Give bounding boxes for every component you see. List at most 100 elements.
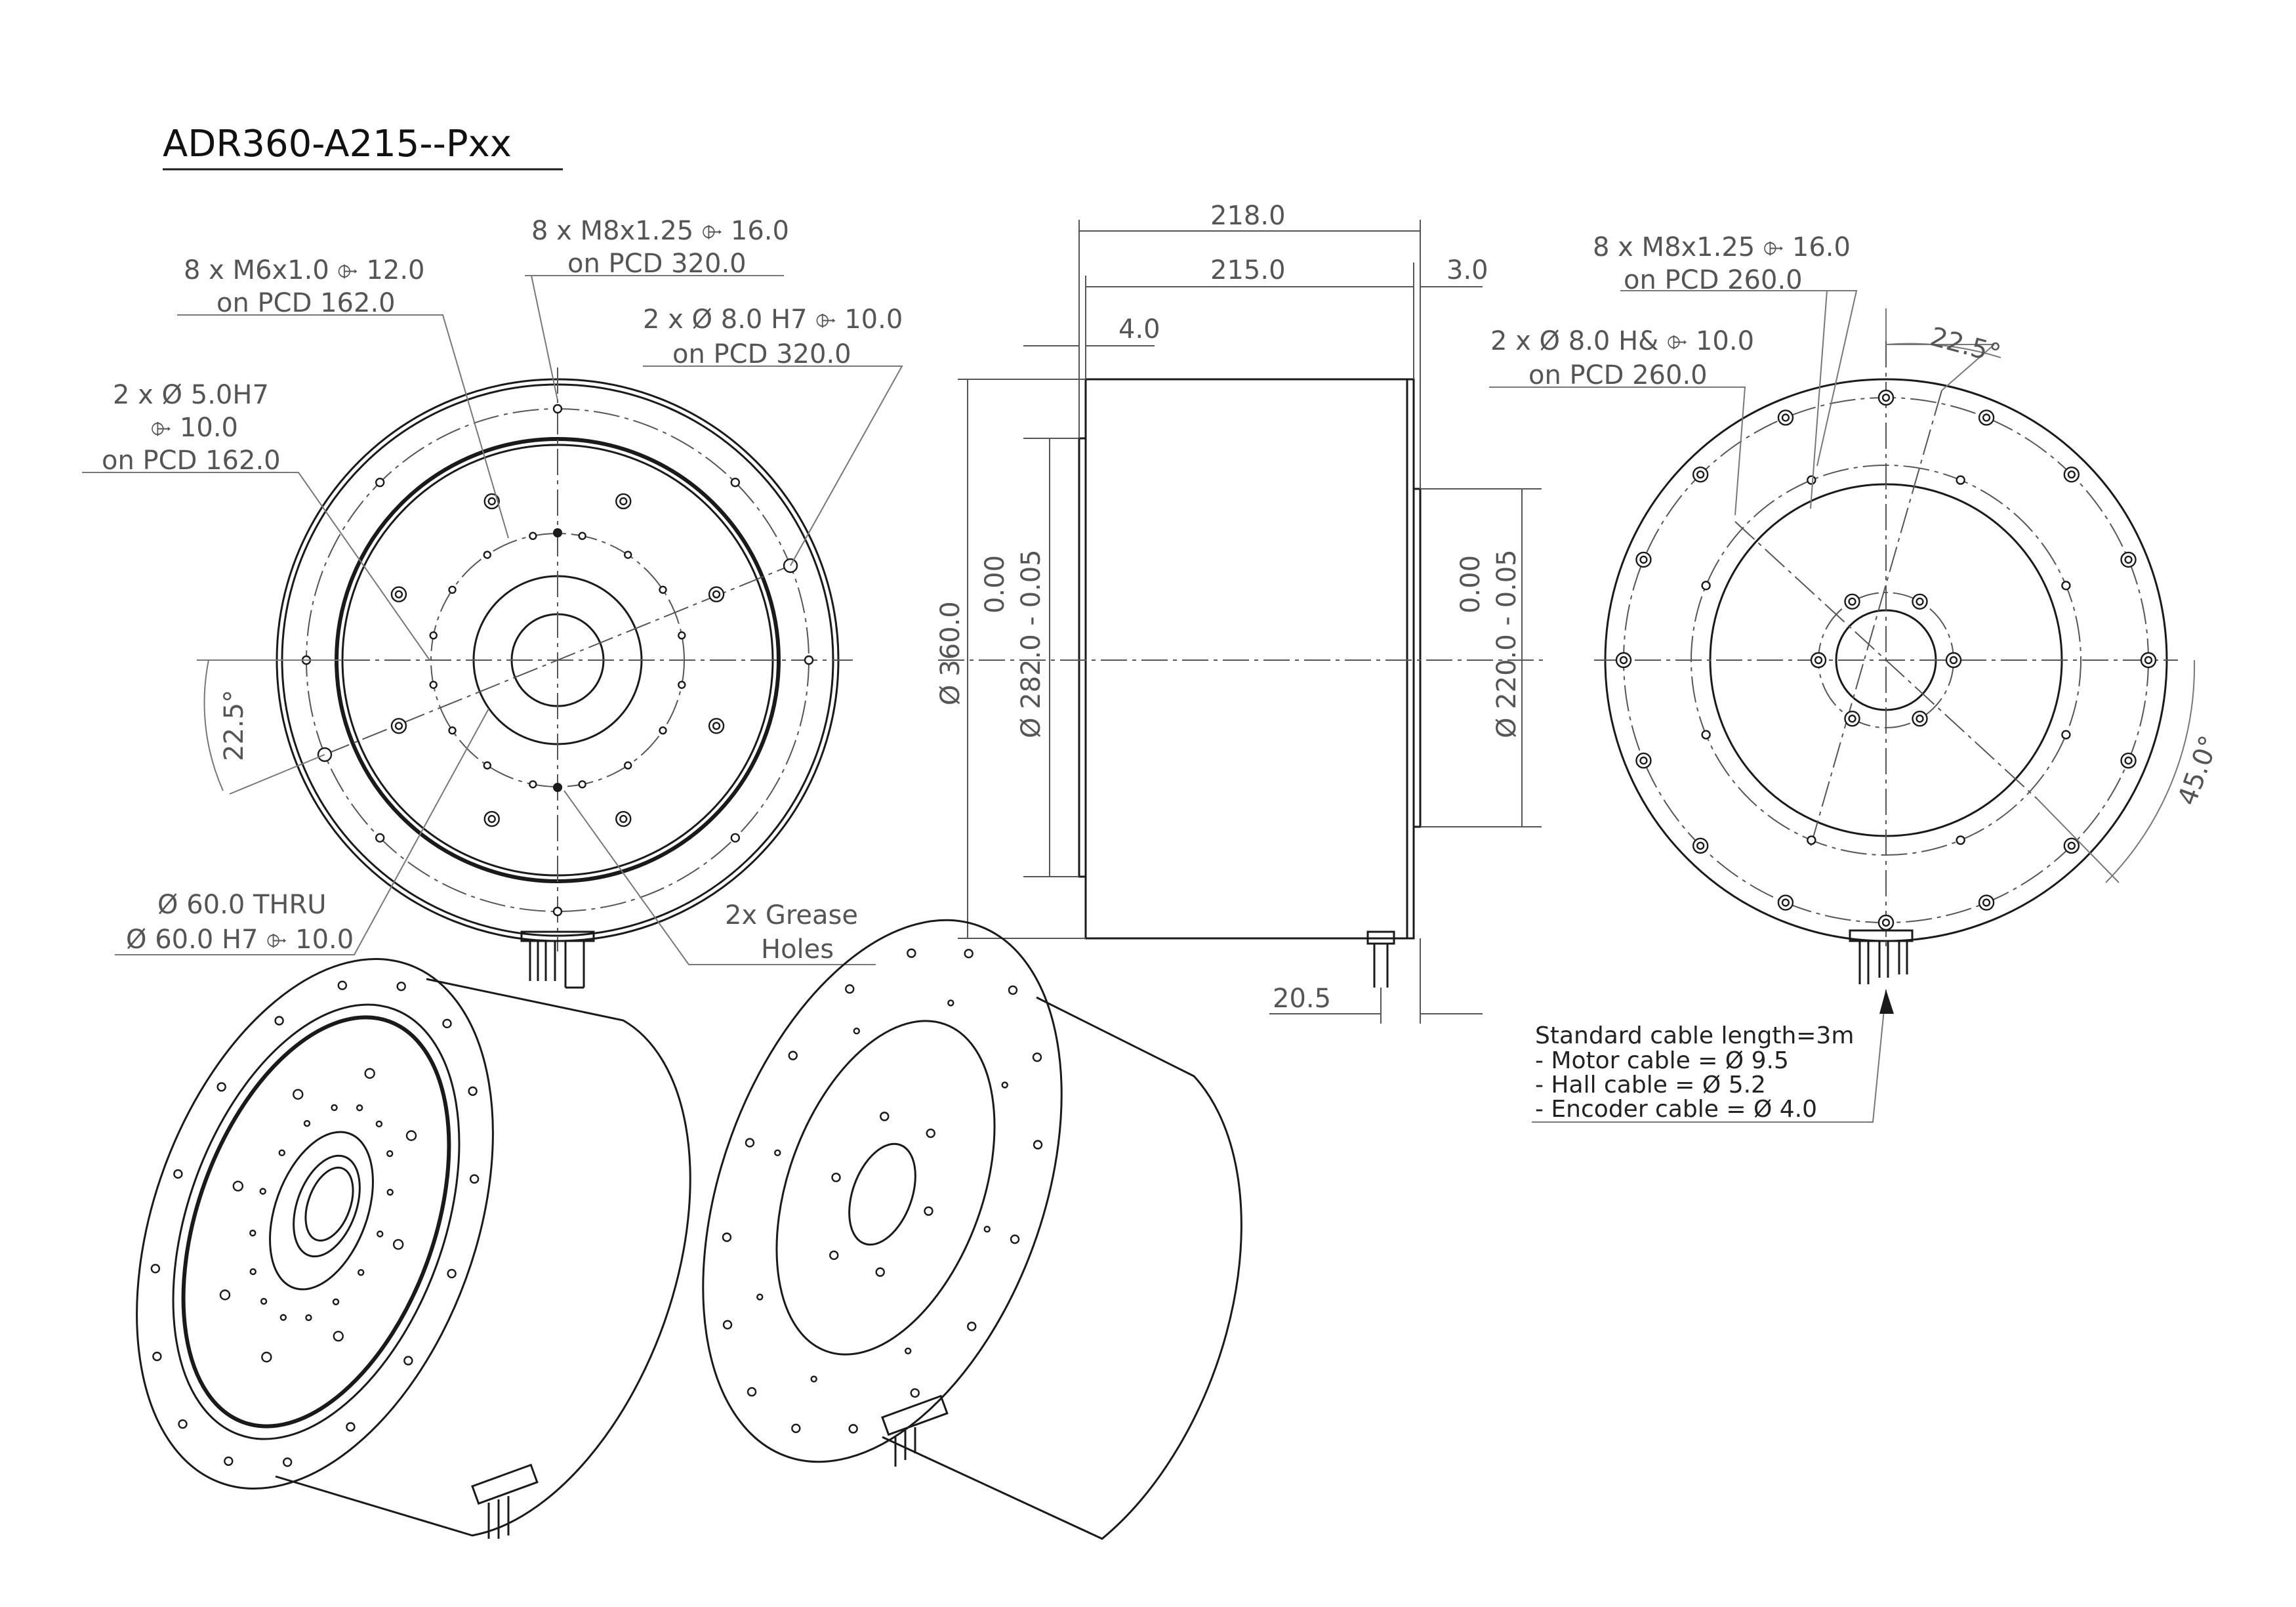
iso-counterbore-hole <box>831 1173 841 1182</box>
iso-tapped-hole <box>259 1188 266 1195</box>
front-outer-holes <box>301 404 814 917</box>
counterbore-hole <box>1848 597 1856 606</box>
iso-counterbore-hole <box>926 1128 935 1138</box>
iso-tapped-hole <box>377 1230 384 1238</box>
iso-counterbore-hole <box>829 1250 839 1261</box>
iso-tapped-hole <box>983 1225 991 1233</box>
iso-counterbore-hole <box>924 1206 933 1216</box>
bolt-hole <box>552 906 563 917</box>
iso-tapped-hole <box>904 1347 912 1354</box>
counterbore-hole <box>1696 841 1705 850</box>
label-bore-h7: Ø 60.0 H7 ⌱ 10.0 <box>126 925 354 955</box>
tapped-hole <box>624 761 632 770</box>
iso-bolt-hole <box>403 1356 413 1366</box>
label-pin5: 2 x Ø 5.0H7 <box>113 380 269 410</box>
label-pin-h7: 2 x Ø 8.0 H7 ⌱ 10.0 <box>643 304 903 335</box>
counterbore-hole <box>1982 413 1991 422</box>
rear-label-m8-pcd: on PCD 260.0 <box>1624 265 1803 295</box>
tapped-hole <box>1701 730 1711 740</box>
iso-bolt-hole <box>1008 985 1018 995</box>
iso-tapped-hole <box>386 1188 394 1196</box>
counterbore-hole <box>1881 393 1891 402</box>
rear-angle-side: 45.0° <box>2172 732 2225 809</box>
counterbore-hole <box>2144 656 2153 665</box>
iso-bolt-hole <box>442 1018 452 1029</box>
iso-bolt-hole <box>447 1268 457 1279</box>
iso-bolt-hole <box>469 1174 480 1184</box>
iso-bolt-hole <box>791 1423 801 1433</box>
iso-tapped-hole <box>756 1293 764 1301</box>
iso-counterbore-hole <box>219 1289 231 1301</box>
tapped-hole <box>429 631 438 640</box>
iso-bolt-hole <box>152 1351 162 1362</box>
iso-counterbore-hole <box>232 1180 244 1192</box>
isometric-view-rear <box>702 919 1242 1540</box>
front-view <box>262 367 853 989</box>
tapped-hole <box>483 551 491 559</box>
tapped-hole <box>1956 835 1965 845</box>
rear-angle-top: 22.5° <box>1927 322 2003 369</box>
iso-bolt-hole <box>468 1086 478 1096</box>
iso-tapped-hole <box>249 1268 256 1276</box>
iso-bolt-hole <box>1033 1140 1043 1150</box>
iso-counterbore-hole <box>333 1331 344 1342</box>
tapped-hole <box>529 780 537 789</box>
iso-tapped-hole <box>358 1268 365 1276</box>
isometric-view-front <box>136 958 691 1539</box>
counterbore-hole <box>1916 715 1924 723</box>
iso-counterbore-hole <box>392 1239 404 1250</box>
iso-tapped-hole <box>1001 1081 1008 1089</box>
counterbore-hole <box>712 590 721 598</box>
counterbore-hole <box>1982 898 1991 907</box>
iso-bolt-hole <box>396 982 406 991</box>
drawing-title: ADR360-A215--Pxx <box>163 123 512 165</box>
iso-bolt-hole <box>788 1051 798 1060</box>
bolt-hole <box>375 477 385 488</box>
tapped-hole <box>2061 581 2071 591</box>
cable-length-note: Standard cable length=3m <box>1535 1022 1854 1049</box>
label-pin5-pcd: on PCD 162.0 <box>102 446 281 476</box>
rear-mid-holes <box>1701 475 2071 845</box>
counterbore-hole <box>1696 470 1705 479</box>
grease-hole-top <box>553 528 562 537</box>
rear-outer-holes <box>1615 389 2157 931</box>
iso-counterbore-hole <box>261 1351 272 1363</box>
counterbore-hole <box>2124 756 2133 765</box>
iso-bolt-hole <box>282 1457 293 1467</box>
counterbore-hole <box>1781 898 1790 907</box>
counterbore-hole <box>619 814 628 824</box>
bolt-hole <box>552 404 563 414</box>
label-m6-thread: 8 x M6x1.0 ⌱ 12.0 <box>184 255 425 285</box>
tapped-hole <box>429 680 438 689</box>
dim-dia-360: Ø 360.0 <box>935 601 966 705</box>
bolt-hole <box>730 477 741 488</box>
iso-bolt-hole <box>224 1456 234 1466</box>
iso-counterbore-hole <box>875 1267 885 1277</box>
encoder-cable-note: - Encoder cable = Ø 4.0 <box>1535 1096 1817 1123</box>
iso-counterbore-hole <box>880 1112 890 1121</box>
tapped-hole <box>483 761 491 770</box>
tapped-hole <box>678 631 686 640</box>
iso-tapped-hole <box>810 1375 817 1383</box>
counterbore-hole <box>1916 597 1924 606</box>
tapped-hole <box>624 551 632 559</box>
iso-tapped-hole <box>331 1104 338 1112</box>
tapped-hole <box>578 532 586 540</box>
counterbore-hole <box>1814 656 1823 665</box>
dim-20-5: 20.5 <box>1273 984 1331 1014</box>
counterbore-hole <box>1781 413 1790 422</box>
iso-bolt-hole <box>964 949 974 959</box>
iso-bolt-hole <box>848 1424 858 1434</box>
label-angle-front: 22.5° <box>219 690 249 761</box>
rear-view <box>1594 341 2178 984</box>
iso-tapped-hole <box>332 1298 340 1306</box>
counterbore-hole <box>1881 918 1891 927</box>
counterbore-hole <box>1848 715 1856 723</box>
rear-label-pin: 2 x Ø 8.0 H& ⌱ 10.0 <box>1490 326 1754 356</box>
tapped-hole <box>678 680 686 689</box>
counterbore-hole <box>619 497 628 506</box>
counterbore-hole <box>487 814 496 824</box>
counterbore-hole <box>1639 555 1648 564</box>
side-view <box>938 378 1548 988</box>
